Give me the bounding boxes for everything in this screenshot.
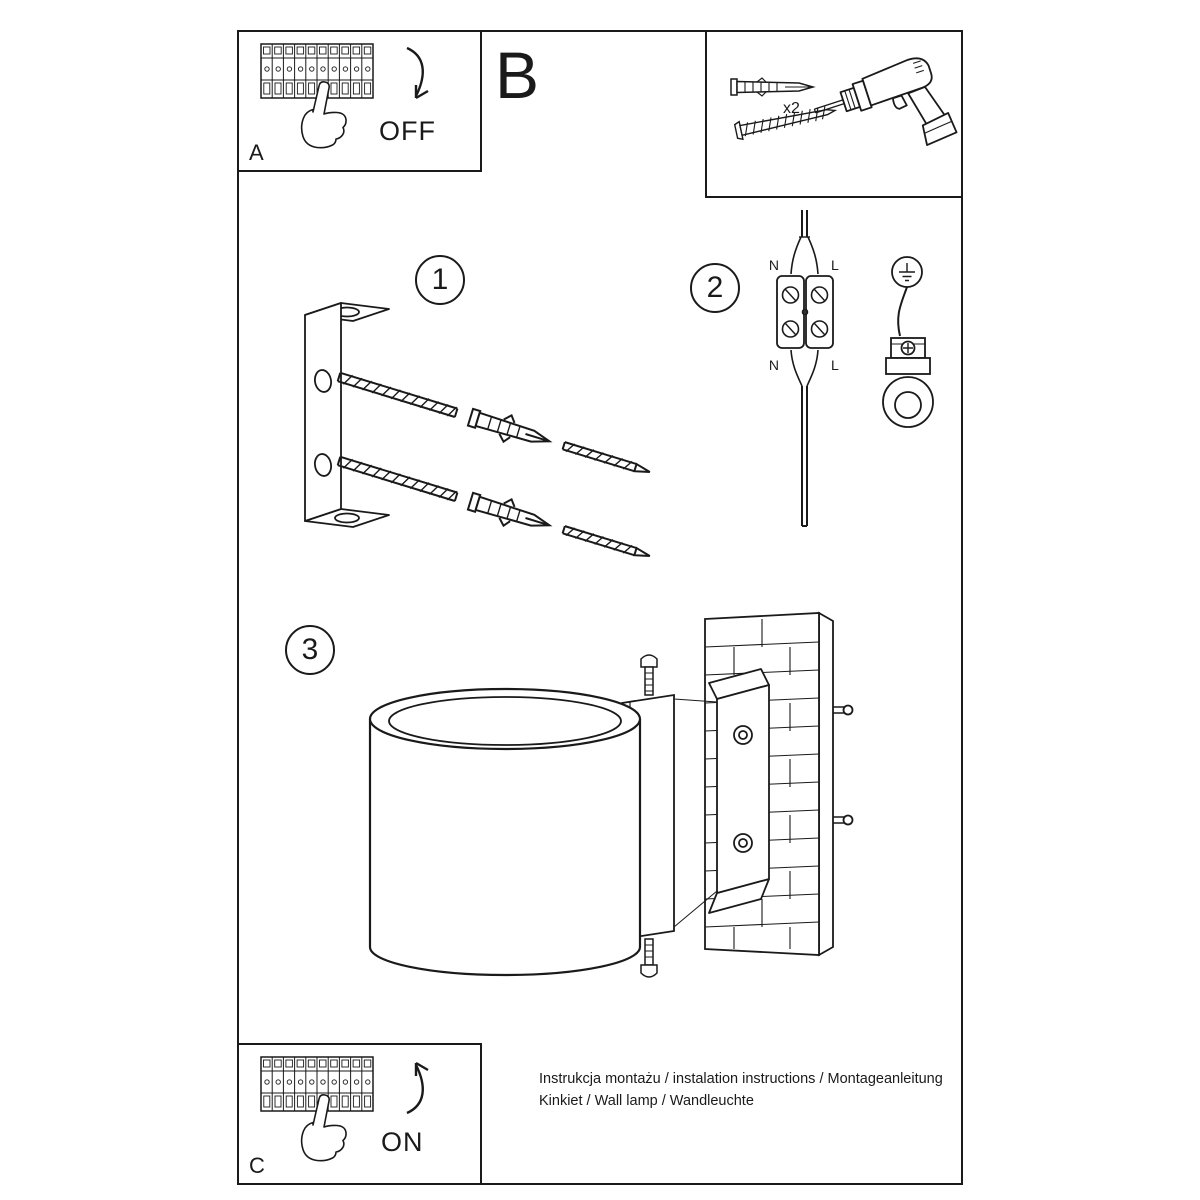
step1-number-text: 1: [431, 263, 449, 296]
breaker-panel-icon: [260, 1056, 374, 1162]
off-label: OFF: [379, 116, 436, 146]
mounting-bracket-icon: [304, 302, 390, 528]
step1-illustration: [304, 302, 655, 571]
wall-bracket-icon: [708, 668, 770, 914]
assembly-guide-lines: [673, 698, 718, 928]
step3-illustration: [368, 611, 854, 978]
footer-line1: Instrukcja montażu / instalation instruc…: [539, 1071, 943, 1087]
wall-plug-icon: [730, 77, 816, 97]
bottom-screw-icon: [640, 938, 658, 978]
panel-a-label: A: [249, 140, 264, 165]
terminal-label-n-bottom: N: [769, 357, 779, 373]
terminal-label-n-top: N: [769, 257, 779, 273]
ground-symbol-icon: [891, 256, 923, 288]
ground-wire: [897, 286, 908, 337]
drill-icon: [813, 57, 958, 146]
screw-icon: [733, 106, 838, 141]
on-label: ON: [381, 1127, 424, 1157]
panel-power-on: ON C: [239, 1043, 482, 1183]
step2-illustration: N L N L: [769, 210, 934, 527]
switch-off-arrow-icon: [406, 46, 429, 100]
step1-number: 1: [415, 255, 465, 305]
terminal-label-l-top: L: [831, 257, 839, 273]
footer-line2: Kinkiet / Wall lamp / Wandleuchte: [539, 1093, 754, 1109]
anchor-screw-icon: [333, 362, 655, 487]
plug-count-label: x2: [783, 100, 800, 117]
panel-tools: x2: [705, 32, 961, 198]
anchor-screw-icon: [333, 446, 655, 571]
step2-number-text: 2: [706, 271, 724, 304]
terminal-label-l-bottom: L: [831, 357, 839, 373]
footer-text: Instrukcja montażu / instalation instruc…: [539, 1068, 943, 1112]
step2-number: 2: [690, 263, 740, 313]
page-frame: OFF A B x2: [237, 30, 963, 1185]
step3-number-text: 3: [301, 633, 319, 666]
wire-connector-icon: N L N L: [769, 210, 839, 527]
section-b-label: B: [495, 38, 540, 112]
wall-peg-icon: [833, 704, 854, 826]
panel-power-off: OFF A: [239, 32, 482, 172]
panel-c-label: C: [249, 1153, 265, 1178]
lamp-cylinder-icon: [368, 687, 642, 977]
top-screw-icon: [640, 654, 658, 696]
step3-number: 3: [285, 625, 335, 675]
switch-on-arrow-icon: [406, 1061, 429, 1115]
ground-clamp-icon: [882, 337, 934, 428]
